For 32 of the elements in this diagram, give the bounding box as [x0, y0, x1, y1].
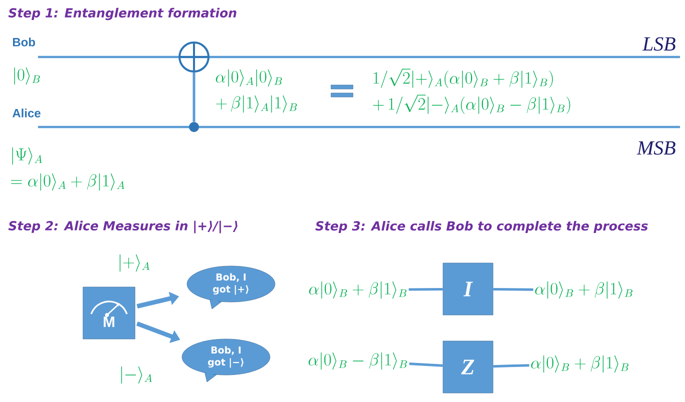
formula: $=\alpha|0\rangle_A+\beta|1\rangle_A$ — [11, 173, 124, 191]
formula: $|\Psi\rangle_A$ — [12, 147, 42, 165]
step-heading: Step 3: Alice calls Bob to complete the process — [315, 220, 648, 234]
connector-line — [493, 364, 530, 368]
connector-line — [192, 72, 196, 122]
measurement-box: M — [82, 286, 136, 340]
connector-line — [408, 288, 443, 291]
step-heading: Step 2: Alice Measures in |+⟩/|−⟩ — [8, 220, 238, 234]
gate-box: Z — [442, 340, 494, 394]
wire-label: Alice — [12, 108, 40, 118]
edge-label: $|-\rangle_A$ — [121, 366, 152, 384]
step-heading: Step 1: Entanglement formation — [8, 8, 236, 20]
speech-bubble: Bob, I got |−⟩ — [182, 338, 270, 382]
control-dot — [189, 122, 199, 132]
formula: $\alpha|0\rangle_B+\beta|1\rangle_B$ — [309, 281, 406, 299]
target-symbol — [178, 42, 210, 72]
edge-label: $|+\rangle_A$ — [120, 254, 150, 272]
speech-bubble: Bob, I got |+⟩ — [186, 266, 276, 310]
gate-box: I — [442, 262, 494, 316]
formula: $+\,\beta|1\rangle_A|1\rangle_B$ — [216, 95, 297, 113]
formula: $|0\rangle_B$ — [14, 67, 40, 85]
connector-line — [409, 362, 443, 367]
bit-label: MSB — [636, 141, 676, 155]
formula: $\alpha|0\rangle_B-\beta|1\rangle_B$ — [308, 352, 407, 370]
formula: $\alpha|0\rangle_B+\beta|1\rangle_B$ — [535, 281, 632, 299]
wire-label: Bob — [13, 38, 36, 46]
connector-line — [493, 288, 534, 291]
formula: $\alpha|0\rangle_B+\beta|1\rangle_B$ — [531, 355, 628, 373]
formula: $+\,1/\sqrt{2}|-\rangle_A(\alpha|0\rangle_B-\beta|1\rangle_B)$ — [373, 94, 570, 114]
formula: $\alpha|0\rangle_A|0\rangle_B$ — [216, 69, 282, 87]
formula: $1/\sqrt{2}|+\rangle_A(\alpha|0\rangle_B+\beta|1\rangle_B)$ — [374, 68, 553, 88]
bit-label: LSB — [642, 37, 676, 51]
